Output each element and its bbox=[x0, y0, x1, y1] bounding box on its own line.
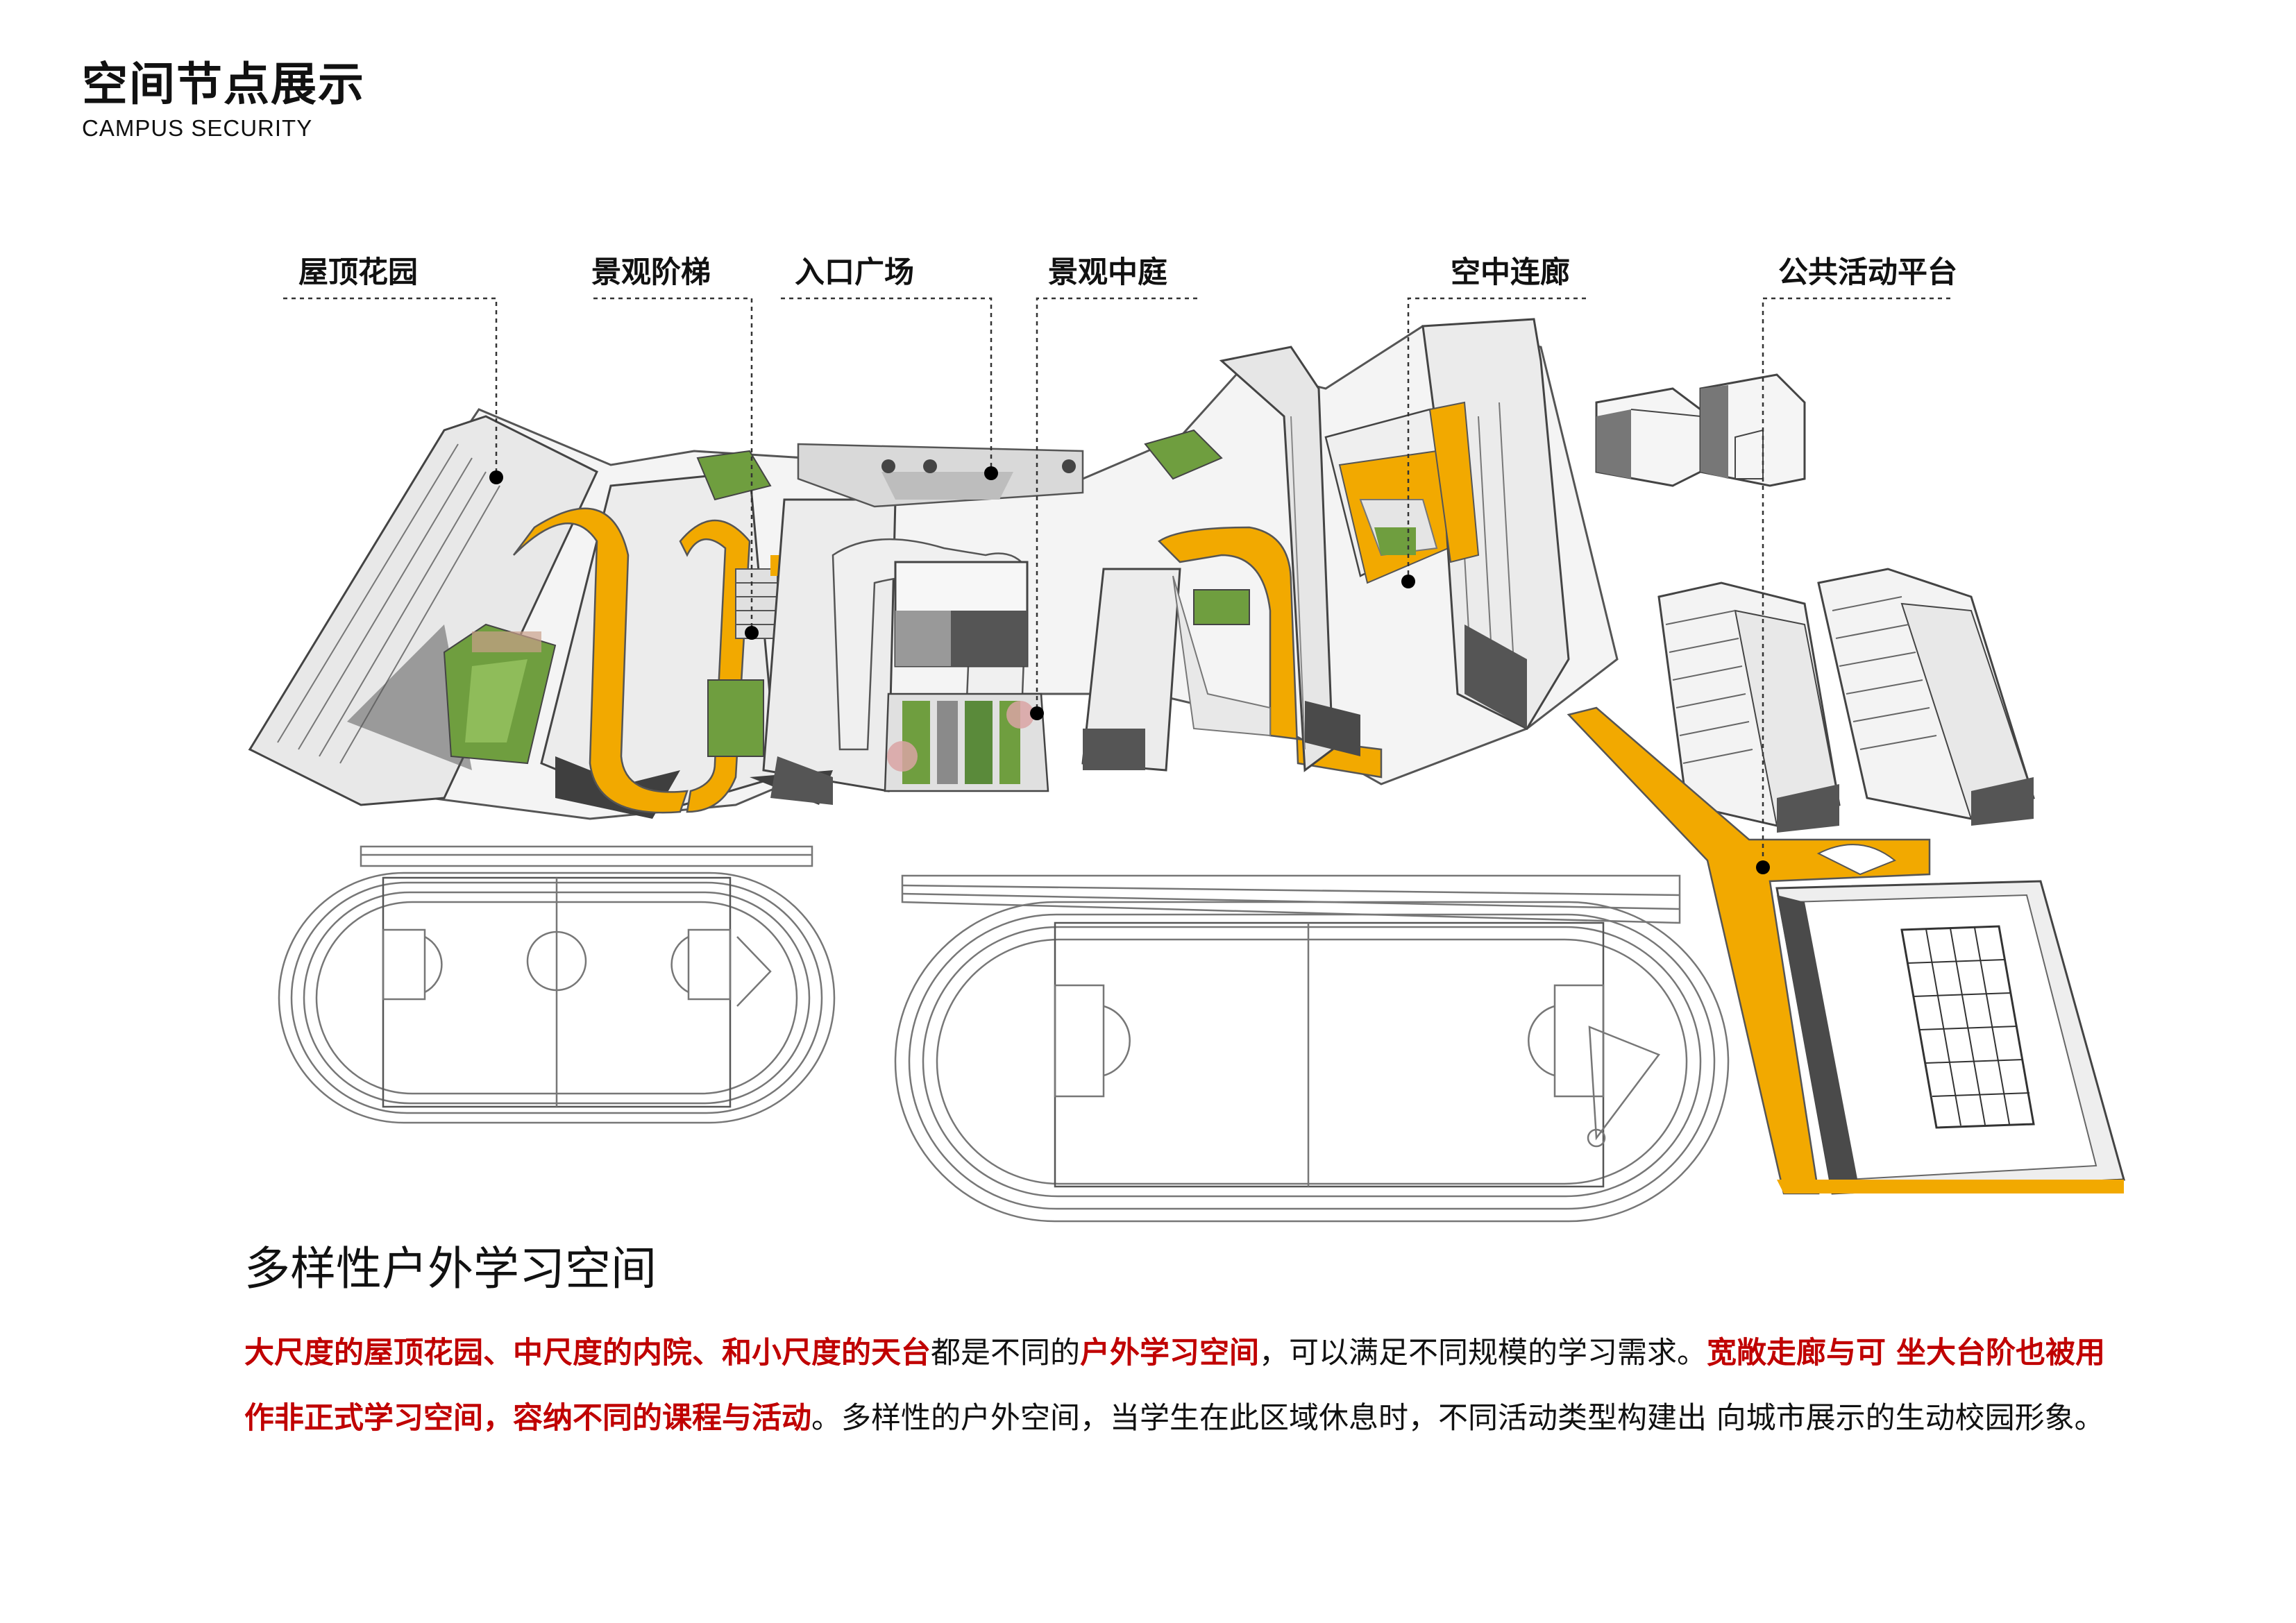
dot-landscape-steps bbox=[745, 626, 759, 640]
dot-landscape-courtyard bbox=[1030, 706, 1044, 720]
callout-landscape-courtyard: 景观中庭 bbox=[1048, 255, 1167, 290]
paragraph-run: 都是不同的 bbox=[931, 1336, 1080, 1370]
paragraph-run: 户外学习空间 bbox=[1080, 1336, 1259, 1370]
callout-rooftop-garden: 屋顶花园 bbox=[298, 255, 418, 290]
dot-sky-corridor bbox=[1401, 575, 1415, 588]
leader-landscape-courtyard bbox=[1036, 297, 1197, 713]
page-subtitle: CAMPUS SECURITY bbox=[82, 115, 313, 141]
public-activity-platform bbox=[1567, 706, 2125, 1195]
right-residential-blocks bbox=[1595, 373, 2035, 833]
leader-entrance-plaza bbox=[781, 297, 993, 473]
page-title: 空间节点展示 bbox=[82, 58, 365, 111]
paragraph-run: 宽敞走廊与可 坐大台阶也被用作非正式学习空间，容纳不同的课程与活动 bbox=[244, 1336, 2105, 1436]
callout-sky-corridor: 空中连廊 bbox=[1451, 255, 1570, 290]
callout-entrance-plaza: 入口广场 bbox=[795, 255, 914, 290]
dot-public-platform bbox=[1756, 860, 1770, 874]
section-paragraph: 大尺度的屋顶花园、中尺度的内院、和小尺度的天台都是不同的户外学习空间，可以满足不… bbox=[244, 1320, 2118, 1451]
callout-dots bbox=[489, 466, 1770, 874]
dot-rooftop-garden bbox=[489, 470, 503, 484]
leader-sky-corridor bbox=[1407, 297, 1586, 581]
dot-entrance-plaza bbox=[984, 466, 998, 480]
callout-leaders bbox=[283, 297, 1950, 867]
section-heading: 多样性户外学习空间 bbox=[244, 1242, 657, 1295]
leader-public-platform bbox=[1762, 297, 1950, 867]
paragraph-run: 大尺度的屋顶花园、中尺度的内院、和小尺度的天台 bbox=[244, 1336, 931, 1370]
callout-landscape-steps: 景观阶梯 bbox=[591, 255, 711, 290]
callout-public-platform: 公共活动平台 bbox=[1778, 255, 1957, 290]
right-running-track bbox=[894, 874, 1730, 1223]
leader-landscape-steps bbox=[593, 297, 753, 633]
main-campus-building bbox=[248, 318, 1619, 820]
paragraph-run: 。多样性的户外空间，当学生在此区域休息时，不同活动类型构建出 向城市展示的生动校… bbox=[811, 1401, 2104, 1436]
paragraph-run: ，可以满足不同规模的学习需求。 bbox=[1259, 1336, 1707, 1370]
left-running-track bbox=[278, 845, 836, 1124]
